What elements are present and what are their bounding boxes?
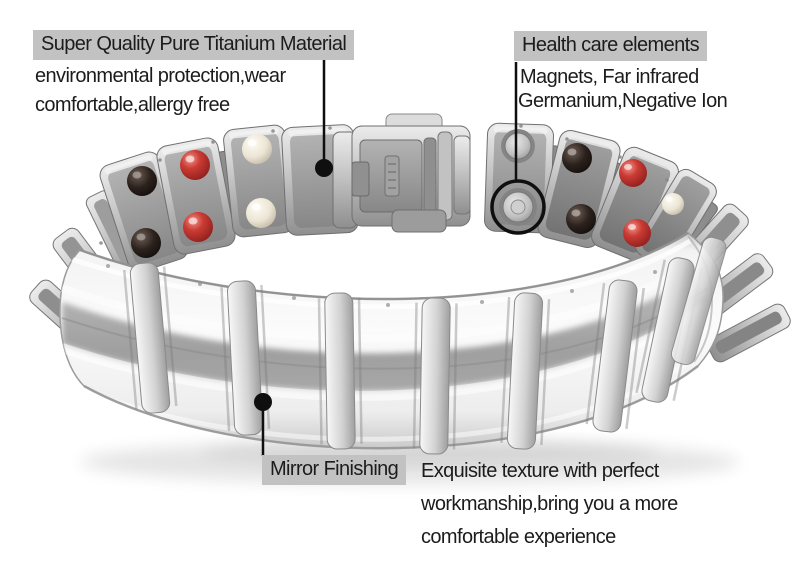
- health-element-dots: [127, 134, 684, 258]
- callout-graphics: [254, 59, 546, 456]
- bracelet-front-band: [59, 231, 727, 455]
- mirror-label-box: Mirror Finishing: [262, 455, 407, 485]
- callout-ring-health: [490, 179, 546, 235]
- callout-dot-titanium: [315, 159, 333, 177]
- magnet-top: [504, 132, 532, 160]
- health-note-line-2: Germanium,Negative Ion: [518, 90, 728, 112]
- health-label-box: Health care elements: [514, 31, 707, 61]
- mirror-note-line-1: Exquisite texture with perfect: [421, 460, 659, 482]
- titanium-note-line-1: environmental protection,wear: [35, 65, 286, 87]
- titanium-label-box: Super Quality Pure Titanium Material: [33, 30, 355, 60]
- mirror-note-line-2: workmanship,bring you a more: [421, 493, 678, 515]
- chain-pin-dots: [99, 124, 669, 245]
- health-note-line-1: Magnets, Far infrared: [520, 66, 699, 88]
- titanium-note-line-2: comfortable,allergy free: [35, 94, 230, 116]
- band-matte-stripe: [62, 277, 706, 392]
- mirror-note-line-3: comfortable experience: [421, 526, 616, 548]
- band-pin-dots: [106, 264, 657, 307]
- band-link-separators: [122, 236, 727, 455]
- bracelet-clasp: [332, 113, 471, 233]
